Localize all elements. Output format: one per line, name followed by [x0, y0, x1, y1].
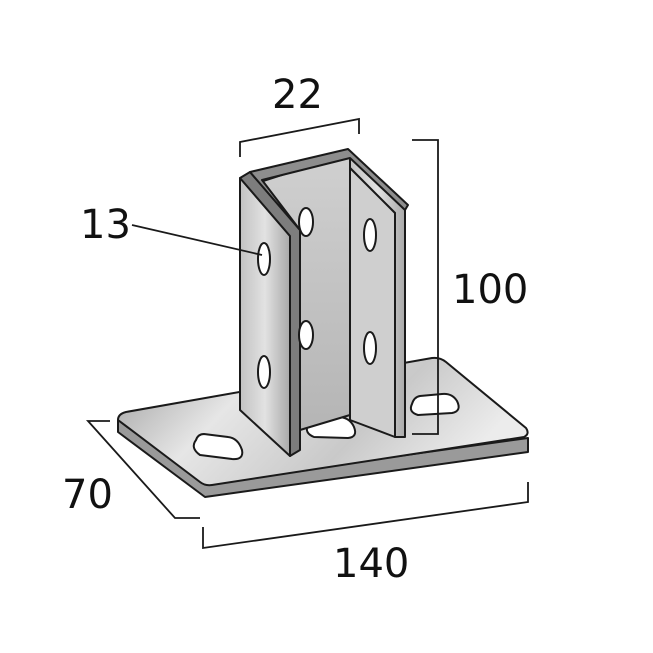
dim-22-bracket	[239, 117, 360, 157]
dim-label-22: 22	[272, 72, 323, 118]
dim-label-140: 140	[333, 541, 409, 587]
dim-label-13: 13	[80, 202, 131, 248]
hole-back-lower	[298, 320, 314, 350]
leader-13	[131, 224, 263, 256]
slot-hole-left	[192, 433, 244, 461]
right-wall-inner	[349, 167, 396, 438]
dim-70-bracket	[85, 420, 200, 519]
hole-back-upper	[298, 207, 314, 237]
slot-hole-right	[409, 392, 460, 416]
hole-left-upper	[257, 242, 271, 276]
dim-100-bracket	[412, 139, 439, 435]
hole-right-lower	[363, 331, 377, 365]
dim-label-70: 70	[62, 472, 113, 518]
top-edge	[249, 148, 409, 231]
u-channel	[239, 148, 409, 457]
dim-140-bracket	[202, 482, 529, 550]
dim-label-100: 100	[452, 267, 528, 313]
dimension-lines	[85, 117, 529, 550]
hole-left-lower	[257, 355, 271, 389]
hole-right-upper	[363, 218, 377, 252]
